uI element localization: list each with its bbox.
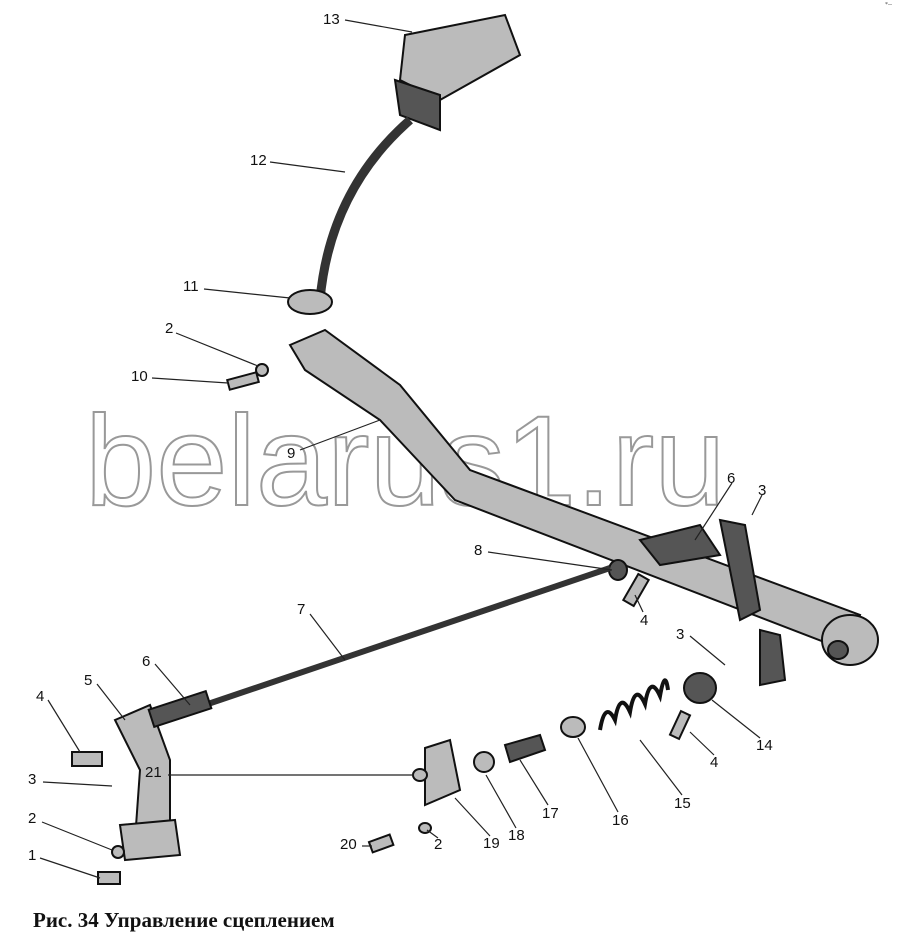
callout-leaders — [39, 19, 763, 879]
callout-15: 15 — [674, 795, 691, 812]
pedal-boot — [287, 289, 333, 315]
spring-cup — [683, 672, 717, 704]
callout-10: 10 — [131, 368, 148, 385]
callout-20: 20 — [340, 836, 357, 853]
callout-19: 19 — [483, 835, 500, 852]
callout-8: 8 — [474, 542, 482, 559]
callout-11: 11 — [183, 278, 199, 295]
callout-13: 13 — [323, 11, 340, 28]
pedal-pad — [393, 13, 522, 132]
callout-6: 6 — [142, 653, 150, 670]
callout-16: 16 — [612, 812, 629, 829]
callout-7: 7 — [297, 601, 305, 618]
callout-4: 4 — [640, 612, 648, 629]
pedal-arm — [315, 116, 413, 301]
spring — [598, 678, 670, 731]
callout-6: 6 — [727, 470, 735, 487]
callout-17: 17 — [542, 805, 559, 822]
callout-12: 12 — [250, 152, 267, 169]
callout-2: 2 — [165, 320, 173, 337]
callout-2: 2 — [28, 810, 36, 827]
callout-9: 9 — [287, 445, 295, 462]
callout-4: 4 — [710, 754, 718, 771]
callout-5: 5 — [84, 672, 92, 689]
callout-2: 2 — [434, 836, 442, 853]
callout-3: 3 — [28, 771, 36, 788]
corner-mark: *-- — [885, 2, 892, 8]
callout-4: 4 — [36, 688, 44, 705]
callout-14: 14 — [756, 737, 773, 754]
callout-3: 3 — [676, 626, 684, 643]
figure-caption: Рис. 34 Управление сцеплением — [33, 908, 335, 932]
callout-1: 1 — [28, 847, 36, 864]
callout-18: 18 — [508, 827, 525, 844]
callout-3: 3 — [758, 482, 766, 499]
pull-rod — [204, 565, 611, 708]
callout-21: 21 — [145, 764, 162, 781]
